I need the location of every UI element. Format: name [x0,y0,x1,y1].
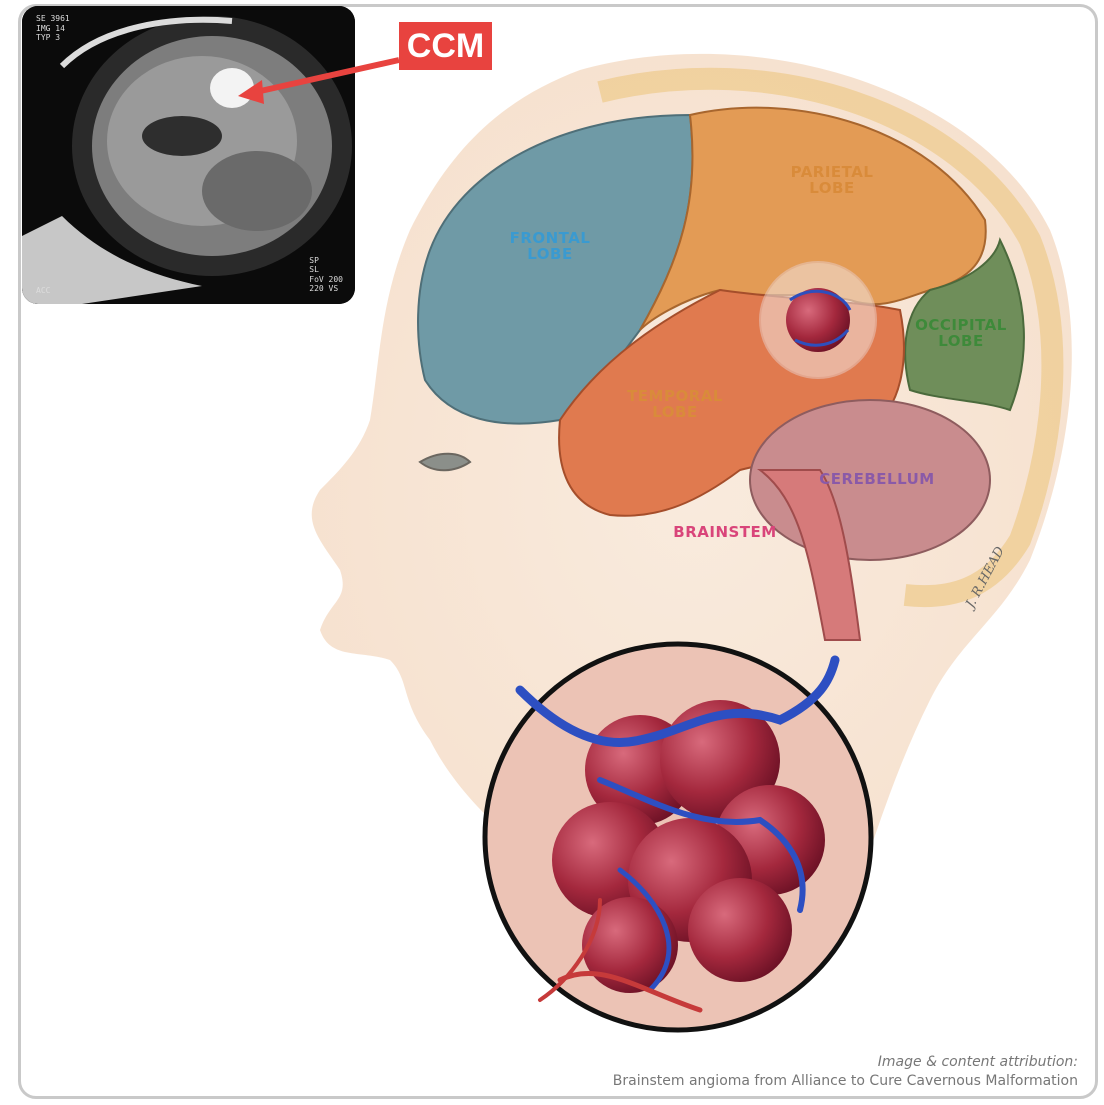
label-frontal-lobe: FRONTAL LOBE [505,231,595,263]
attribution-title: Image & content attribution: [613,1053,1078,1072]
label-parietal-lobe: PARIETAL LOBE [784,165,880,197]
attribution-text: Brainstem angioma from Alliance to Cure … [613,1072,1078,1091]
label-temporal-lobe: TEMPORAL LOBE [620,389,730,421]
label-occipital-lobe: OCCIPITAL LOBE [906,318,1016,350]
label-brainstem: BRAINSTEM [670,525,780,541]
label-cerebellum: CEREBELLUM [812,472,942,488]
attribution: Image & content attribution: Brainstem a… [613,1053,1078,1091]
ccm-label: CCM [399,22,492,70]
